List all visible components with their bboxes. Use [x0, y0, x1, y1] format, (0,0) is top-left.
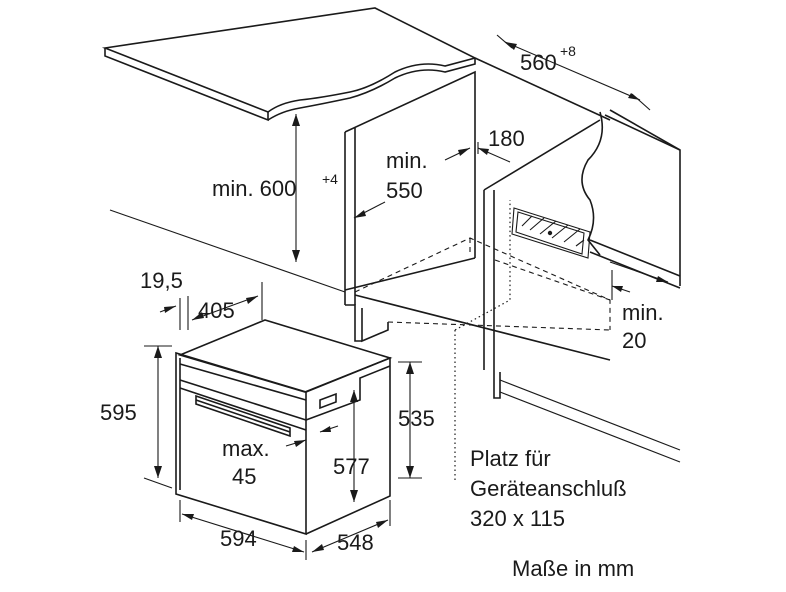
- dim-vent-gap: [477, 142, 511, 163]
- label-panel-depth: 405: [198, 298, 235, 323]
- dim-cabinet-depth: [353, 147, 471, 219]
- label-cabinet-height-tolerance: +4: [322, 171, 338, 187]
- dim-front: [159, 282, 263, 330]
- label-cabinet-depth-min: min.: [386, 148, 428, 173]
- dim-oven-body-height: [398, 361, 422, 479]
- label-cabinet-width-tolerance: +8: [560, 43, 576, 59]
- label-front-offset: 19,5: [140, 268, 183, 293]
- oven: [175, 319, 393, 536]
- connection-area: [511, 207, 591, 259]
- label-oven-body-height: 535: [398, 406, 435, 431]
- dim-rear-gap: [609, 261, 669, 300]
- label-rear-gap-value: 20: [622, 328, 646, 353]
- dim-max: [285, 425, 339, 447]
- dim-cabinet-width: [496, 34, 651, 111]
- note-connection-line1: Platz für: [470, 446, 551, 471]
- label-oven-depth: 548: [337, 530, 374, 555]
- label-oven-width: 594: [220, 526, 257, 551]
- dim-cabinet-height: [292, 114, 300, 262]
- dim-oven-width: [179, 500, 307, 560]
- label-inner-height: 577: [333, 454, 370, 479]
- cabinet: [109, 70, 681, 480]
- dim-oven-depth: [311, 500, 391, 553]
- label-cabinet-depth-value: 550: [386, 178, 423, 203]
- note-connection-line3: 320 x 115: [470, 506, 565, 531]
- label-rear-gap-min: min.: [622, 300, 664, 325]
- dim-oven-height: [143, 345, 173, 489]
- label-max: max.: [222, 436, 270, 461]
- label-cabinet-height: min. 600: [212, 176, 296, 201]
- dim-inner-height: [350, 390, 358, 502]
- label-max-value: 45: [232, 464, 256, 489]
- label-oven-height: 595: [100, 400, 137, 425]
- note-units: Maße in mm: [512, 556, 634, 581]
- countertop: [101, 7, 681, 286]
- label-vent-gap: 180: [488, 126, 525, 151]
- label-cabinet-width: 560: [520, 50, 557, 75]
- note-connection-line2: Geräteanschluß: [470, 476, 627, 501]
